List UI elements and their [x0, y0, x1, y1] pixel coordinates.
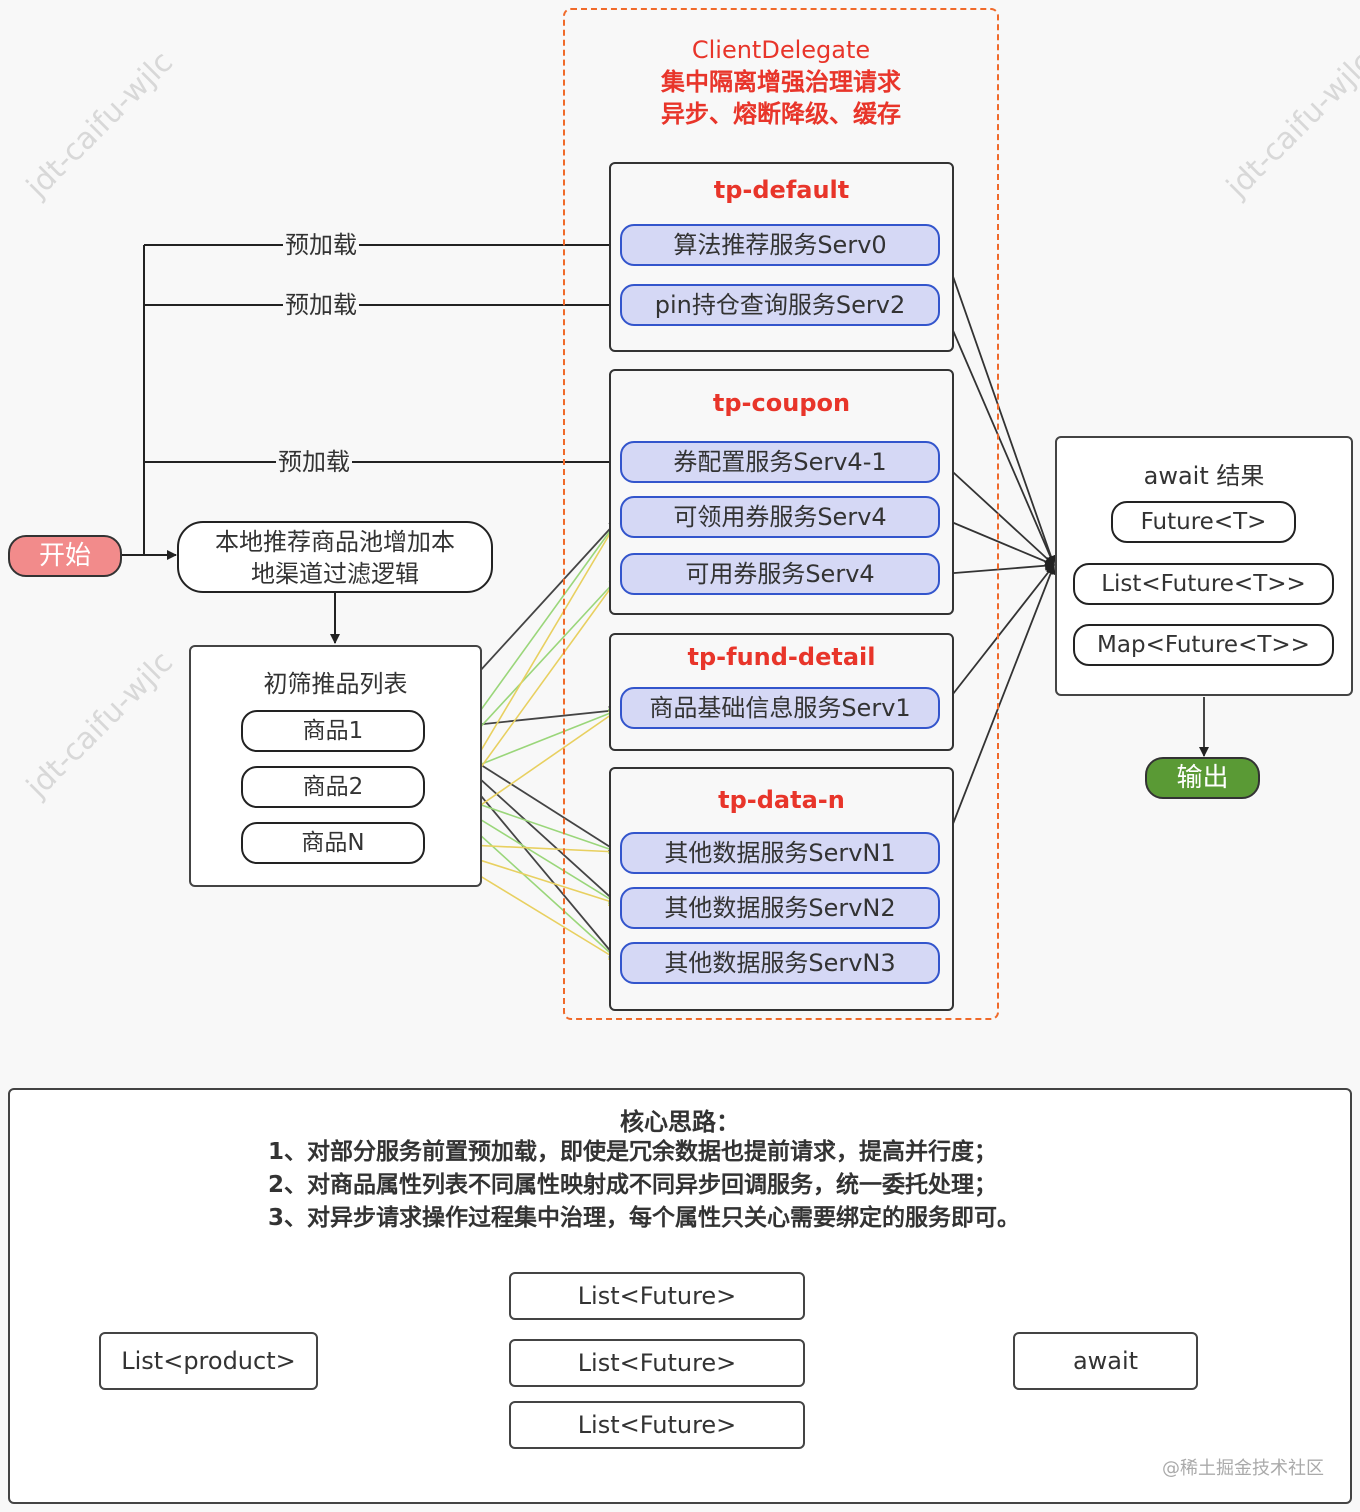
service-node: 可领用券服务Serv4	[620, 496, 940, 538]
notes-body: 1、对部分服务前置预加载，即使是冗余数据也提前请求，提高并行度； 2、对商品属性…	[268, 1136, 1020, 1235]
notes-line: 3、对异步请求操作过程集中治理，每个属性只关心需要绑定的服务即可。	[268, 1205, 1021, 1231]
product-item: 商品N	[241, 822, 425, 864]
delegate-subtitle-1: 集中隔离增强治理请求	[661, 68, 901, 96]
mini-future-node: List<Future>	[509, 1272, 805, 1320]
notes-title: 核心思路：	[620, 1108, 740, 1136]
client-delegate-container	[563, 8, 999, 1020]
service-node: pin持仓查询服务Serv2	[620, 284, 940, 326]
mini-await-node: await	[1013, 1332, 1198, 1390]
delegate-title: ClientDelegate	[691, 36, 871, 64]
start-node: 开始	[8, 535, 122, 577]
group-title: tp-fund-detail	[687, 643, 876, 671]
mini-source-node: List<product>	[99, 1332, 318, 1390]
service-node: 算法推荐服务Serv0	[620, 224, 940, 266]
output-node: 输出	[1145, 757, 1260, 799]
group-title: tp-coupon	[712, 389, 851, 417]
service-node: 可用券服务Serv4	[620, 553, 940, 595]
delegate-subtitle-2: 异步、熔断降级、缓存	[661, 100, 901, 128]
future-type: Future<T>	[1111, 501, 1296, 543]
notes-line: 1、对部分服务前置预加载，即使是冗余数据也提前请求，提高并行度；	[268, 1139, 998, 1165]
mini-future-node: List<Future>	[509, 1401, 805, 1449]
product-item: 商品2	[241, 766, 425, 808]
filter-node-line: 地渠道过滤逻辑	[251, 560, 419, 588]
preload-label: 预加载	[283, 290, 359, 320]
group-title: tp-default	[713, 176, 850, 204]
group-title: tp-data-n	[718, 786, 845, 814]
filter-node: 本地推荐商品池增加本 地渠道过滤逻辑	[177, 521, 493, 593]
service-node: 商品基础信息服务Serv1	[620, 687, 940, 729]
mini-future-node: List<Future>	[509, 1339, 805, 1387]
product-list-title: 初筛推品列表	[263, 670, 408, 698]
service-node: 其他数据服务ServN2	[620, 887, 940, 929]
await-result-title: await 结果	[1143, 462, 1265, 490]
preload-label: 预加载	[283, 230, 359, 260]
future-type: List<Future<T>>	[1073, 563, 1334, 605]
filter-node-line: 本地推荐商品池增加本	[215, 528, 455, 556]
preload-label: 预加载	[276, 447, 352, 477]
service-node: 其他数据服务ServN3	[620, 942, 940, 984]
service-node: 其他数据服务ServN1	[620, 832, 940, 874]
service-node: 券配置服务Serv4-1	[620, 441, 940, 483]
credit-watermark: @稀土掘金技术社区	[1162, 1458, 1324, 1479]
notes-line: 2、对商品属性列表不同属性映射成不同异步回调服务，统一委托处理；	[268, 1172, 998, 1198]
future-type: Map<Future<T>>	[1073, 624, 1334, 666]
product-item: 商品1	[241, 710, 425, 752]
preload-edges	[122, 240, 619, 644]
